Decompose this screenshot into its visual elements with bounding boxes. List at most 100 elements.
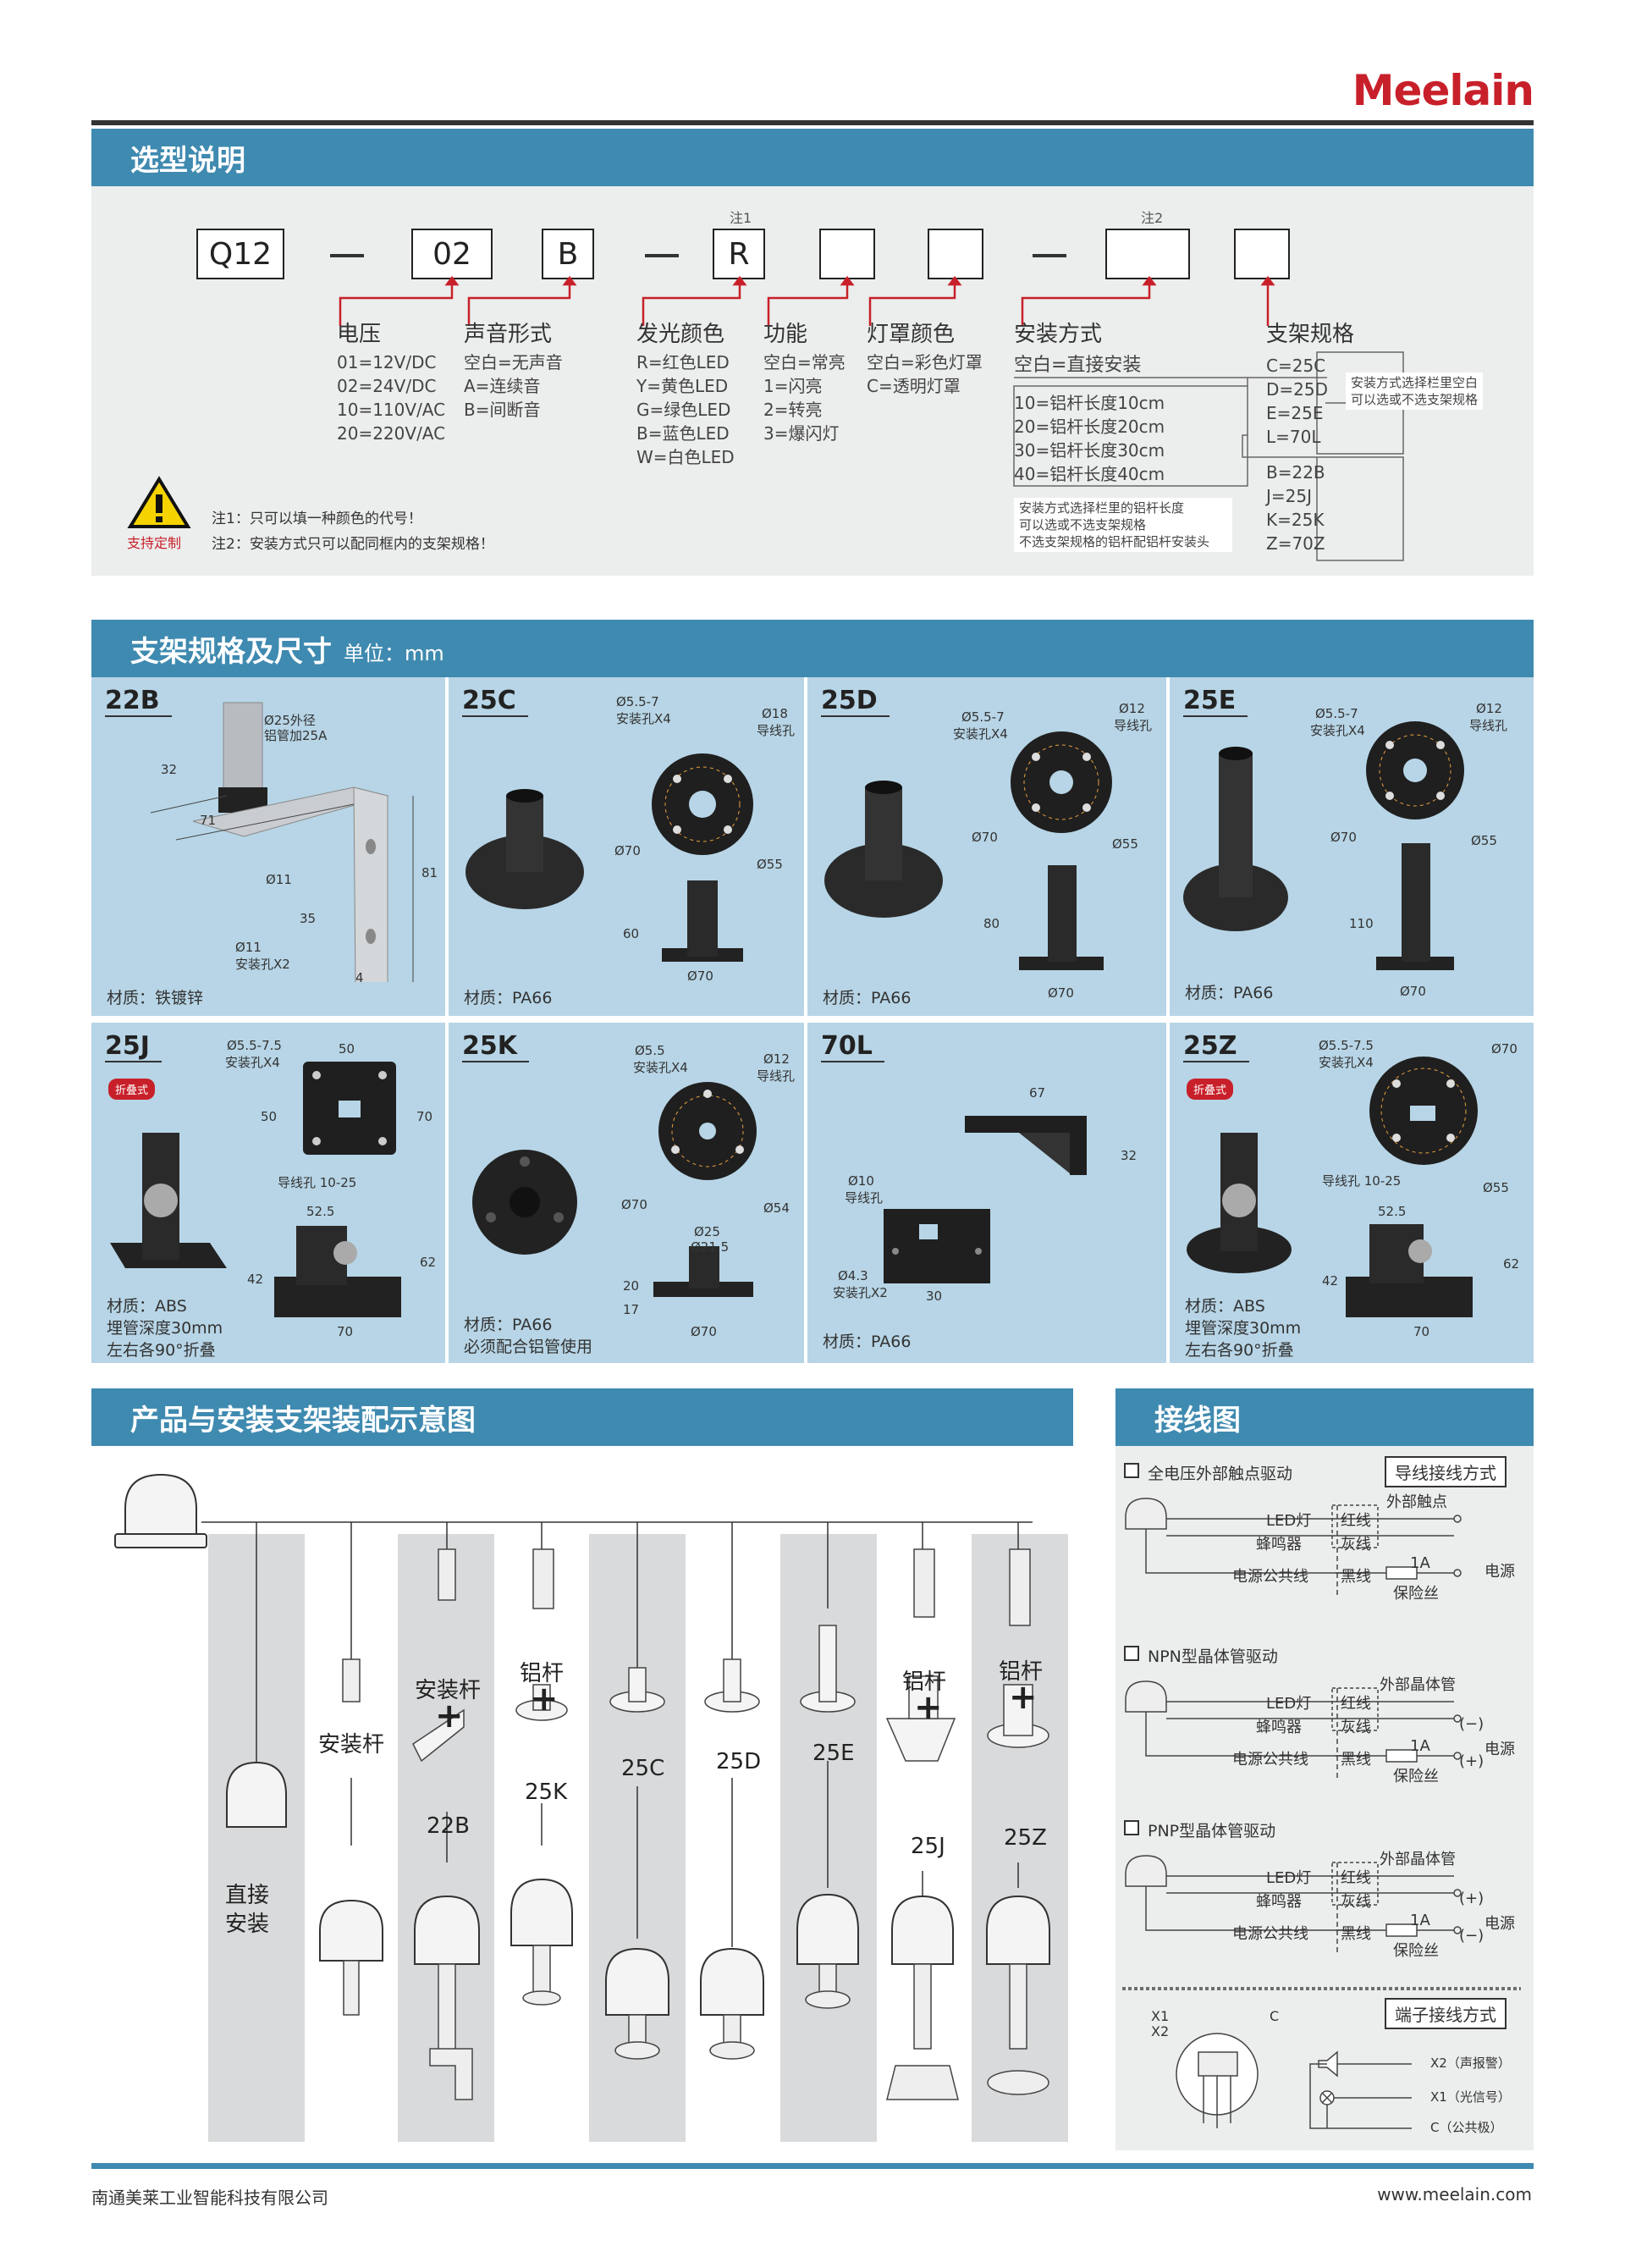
dim-label: 70 [416, 1109, 433, 1124]
material-text: 材质：PA66 [1185, 984, 1274, 1002]
checkbox-icon [1124, 1463, 1139, 1478]
wiring-common: 电源公共线 [1232, 1751, 1308, 1769]
dim-label: Ø11 [266, 872, 292, 887]
dim-label: Ø55 [1112, 836, 1138, 852]
selection-panel [91, 186, 1534, 576]
bracket-cell-25j: 25J 折叠式 Ø5.5-7.5 安装孔X4 50 50 70 导线孔 10-2… [91, 1023, 445, 1363]
wiring-minus: (−) [1459, 1927, 1485, 1945]
dim-label: 安装孔X4 [225, 1055, 280, 1070]
bracket-tag: 22B [105, 686, 172, 717]
bracket-list-extra: B=22B J=25J K=25K Z=70Z [1266, 462, 1325, 554]
code-dash [1033, 254, 1066, 257]
bracket-cell-25z: 25Z 折叠式 Ø5.5-7.5 安装孔X4 Ø70 导线孔 10-25 Ø55… [1170, 1023, 1534, 1363]
label-mounting-rod: 安装杆 [415, 1678, 482, 1703]
wiring-buzzer: 蜂鸣器 [1256, 1719, 1302, 1736]
note1-mark: 注1 [730, 210, 752, 226]
dim-label: 70 [337, 1324, 354, 1339]
dim-label: 安装孔X2 [833, 1285, 888, 1300]
wiring-red: 红线 [1341, 1869, 1371, 1887]
terminal-x1: X1 [1151, 2008, 1170, 2024]
label-25k: 25K [525, 1780, 568, 1805]
group-items-sound: 空白=无声音 A=连续音 B=间断音 [464, 352, 563, 420]
dim-label: 导线孔 [757, 723, 796, 738]
bracket-22b-drawing [150, 702, 414, 982]
code-box-voltage: 02 [411, 229, 493, 279]
dim-label: 导线孔 [845, 1190, 884, 1206]
website-link[interactable]: www.meelain.com [1377, 2184, 1532, 2205]
material-text: 材质：铁镀锌 [107, 989, 204, 1007]
bracket-tag: 25K [462, 1031, 529, 1062]
label-22b: 22B [427, 1813, 470, 1839]
wiring-title: PNP型晶体管驱动 [1148, 1822, 1276, 1840]
terminal-method-box: 端子接线方式 [1385, 1998, 1507, 2029]
dim-label: Ø55 [1471, 833, 1497, 848]
group-title-mount: 安装方式 [1014, 322, 1103, 347]
material-text: 材质：ABS 埋管深度30mm 左右各90°折叠 [107, 1297, 223, 1360]
company-name: 南通美莱工业智能科技有限公司 [91, 2188, 328, 2208]
dim-label: 20 [623, 1278, 640, 1294]
dim-label: 62 [1503, 1256, 1520, 1272]
dim-label: 80 [983, 916, 1000, 931]
warning-icon [127, 476, 191, 528]
wiring-panel [1115, 1446, 1534, 2150]
code-box-mount [1105, 229, 1190, 279]
dim-label: 52.5 [306, 1204, 335, 1219]
checkbox-icon [1124, 1646, 1139, 1661]
dim-label: Ø12 [1119, 701, 1145, 716]
bracket-25k-drawing [472, 1082, 757, 1297]
bracket-cell-25k: 25K Ø5.5 安装孔X4 Ø12 导线孔 Ø70 Ø54 Ø25 Ø21.5… [449, 1023, 804, 1363]
wiring-plus: (+) [1459, 1890, 1485, 1907]
dim-label: 42 [1322, 1273, 1339, 1289]
dim-label: 60 [623, 926, 640, 941]
dim-label: Ø4.3 [838, 1268, 868, 1283]
bracket-25e-drawing [1183, 721, 1464, 970]
dim-label: 50 [339, 1041, 355, 1057]
bracket-tag: 25D [821, 686, 890, 717]
material-text: 材质：PA66 [464, 989, 553, 1007]
wiring-fuse-label: 保险丝 [1393, 1942, 1439, 1960]
material-text: 材质：PA66 [823, 989, 912, 1007]
wiring-power: 电源 [1485, 1563, 1515, 1581]
code-connector-lines [339, 275, 1417, 561]
dim-label: 4 [355, 970, 364, 985]
dim-label: 70 [1413, 1324, 1430, 1339]
dim-label: Ø70 [972, 830, 998, 845]
section-header-selection: 选型说明 [91, 129, 1534, 186]
dim-label: Ø5.5-7.5 [1319, 1038, 1374, 1053]
dim-label: Ø21.5 [691, 1239, 730, 1255]
material-text: 材质：PA66 必须配合铝管使用 [464, 1316, 593, 1356]
rod-length-list: 10=铝杆长度10cm 20=铝杆长度20cm 30=铝杆长度30cm 40=铝… [1014, 393, 1165, 484]
group-title-cover: 灯罩颜色 [867, 322, 956, 347]
note2-mark: 注2 [1141, 210, 1164, 226]
code-box-bracket [1234, 229, 1290, 279]
dim-label: Ø10 [848, 1173, 874, 1189]
wiring-ext: 外部触点 [1386, 1493, 1447, 1511]
code-box-function [819, 229, 875, 279]
brand-logo: Meelain [1352, 66, 1534, 115]
dim-label: Ø55 [1483, 1180, 1509, 1195]
dim-label: 17 [623, 1302, 640, 1317]
group-title-bracket: 支架规格 [1266, 322, 1355, 347]
bracket-70l-drawing [884, 1116, 1087, 1283]
section-header-wiring: 接线图 [1115, 1388, 1534, 1446]
group-items-voltage: 01=12V/DC 02=24V/DC 10=110V/AC 20=220V/A… [337, 352, 446, 444]
label-direct-mount: 直接 安装 [225, 1883, 270, 1937]
plus-sign: + [914, 1688, 943, 1727]
dim-label: 32 [1121, 1148, 1138, 1163]
unit-label: 单位：mm [344, 641, 444, 665]
wiring-power: 电源 [1485, 1915, 1515, 1933]
bracket-cell-25c: 25C Ø5.5-7 安装孔X4 Ø18 导线孔 Ø70 Ø55 60 Ø70 … [449, 677, 804, 1016]
group-items-color: R=红色LED Y=黄色LED G=绿色LED B=蓝色LED W=白色LED [636, 352, 735, 467]
code-box-series: Q12 [196, 229, 284, 279]
terminal-c-desc: C（公共极） [1430, 2120, 1503, 2135]
wiring-buzzer: 蜂鸣器 [1256, 1536, 1302, 1553]
dim-label: Ø70 [691, 1324, 717, 1339]
wiring-fuse: 1A [1410, 1554, 1430, 1572]
checkbox-icon [1124, 1820, 1139, 1835]
plus-sign: + [435, 1697, 464, 1735]
bracket-25z-drawing [1187, 1057, 1478, 1317]
dim-label: 110 [1349, 916, 1374, 931]
bracket-25c-drawing [465, 753, 753, 962]
bracket-tag: 25J [105, 1031, 162, 1062]
dim-label: Ø70 [614, 843, 641, 858]
